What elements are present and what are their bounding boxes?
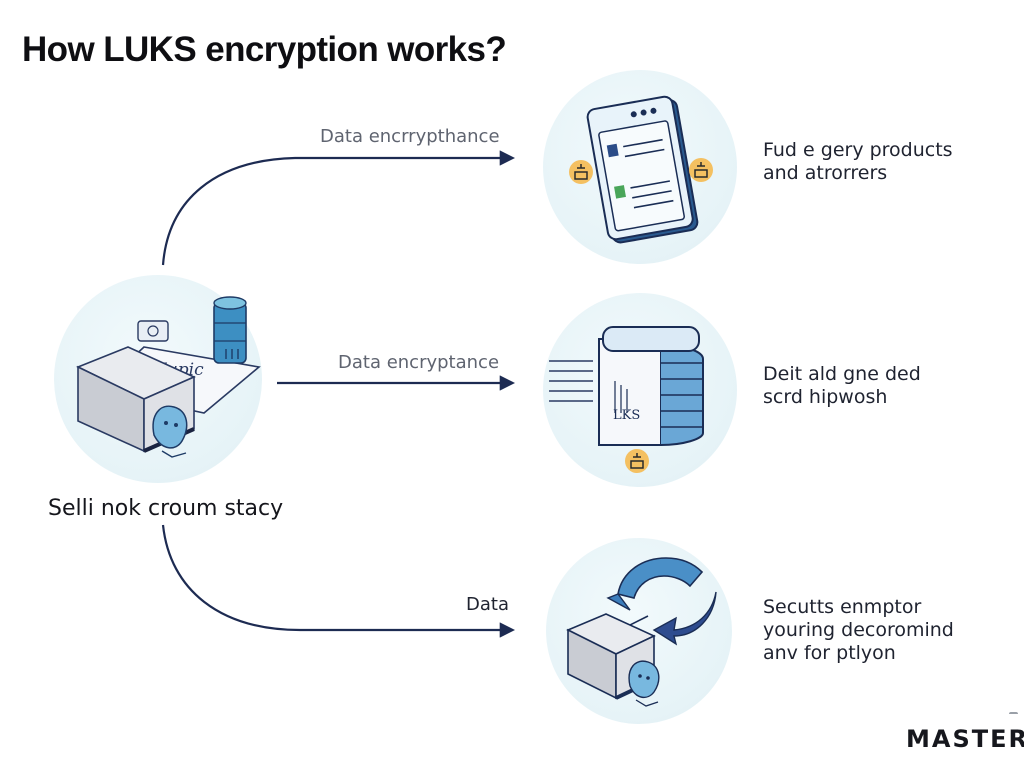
disk-drive-icon: LKS	[549, 326, 704, 473]
node-1-line-1: Fud e gery products	[763, 139, 953, 161]
node-2-line-1: Deit ald gne ded	[763, 363, 921, 385]
edge-label-bottom: Data	[466, 594, 509, 615]
node-3-circle	[546, 538, 732, 724]
node-1-description: Fud e gery products and atrorrers	[763, 139, 953, 185]
user-figure-icon	[152, 405, 188, 458]
key-badge-icon	[137, 320, 169, 342]
source-illustration: Hupic	[76, 296, 261, 458]
shield-arrow-icon	[566, 557, 717, 707]
document-panel-icon	[569, 95, 713, 244]
server-stack-icon	[213, 296, 247, 364]
node-3-line-3: anv for ptlyon	[763, 642, 896, 664]
node-1-line-2: and atrorrers	[763, 162, 888, 184]
node-2-line-2: scrd hipwosh	[763, 386, 888, 408]
arrow-top	[161, 150, 516, 266]
logo-wordmark: MASTER	[906, 725, 1024, 753]
node-3-line-2: youring decoromind	[763, 619, 954, 641]
page-title: How LUKS encryption works?	[22, 30, 507, 69]
device-text: LKS	[613, 408, 640, 423]
source-node: Hupic	[54, 275, 262, 483]
arrow-bottom	[161, 524, 516, 638]
node-2-description: Deit ald gne ded scrd hipwosh	[763, 363, 921, 409]
source-label: Selli nok croum stacy	[48, 496, 284, 521]
lock-icon	[689, 158, 713, 182]
node-1-circle	[543, 70, 737, 264]
logo-mark-icon	[1009, 712, 1018, 720]
edge-label-middle: Data encryptance	[338, 352, 500, 373]
edge-label-top: Data encrrypthance	[320, 126, 500, 147]
lock-icon	[569, 160, 593, 184]
lock-icon	[625, 449, 649, 473]
node-3-line-1: Secutts enmptor	[763, 596, 922, 618]
user-figure-icon	[628, 660, 660, 707]
node-2-circle: LKS	[543, 293, 737, 487]
node-3-description: Secutts enmptor youring decoromind anv f…	[763, 596, 954, 665]
